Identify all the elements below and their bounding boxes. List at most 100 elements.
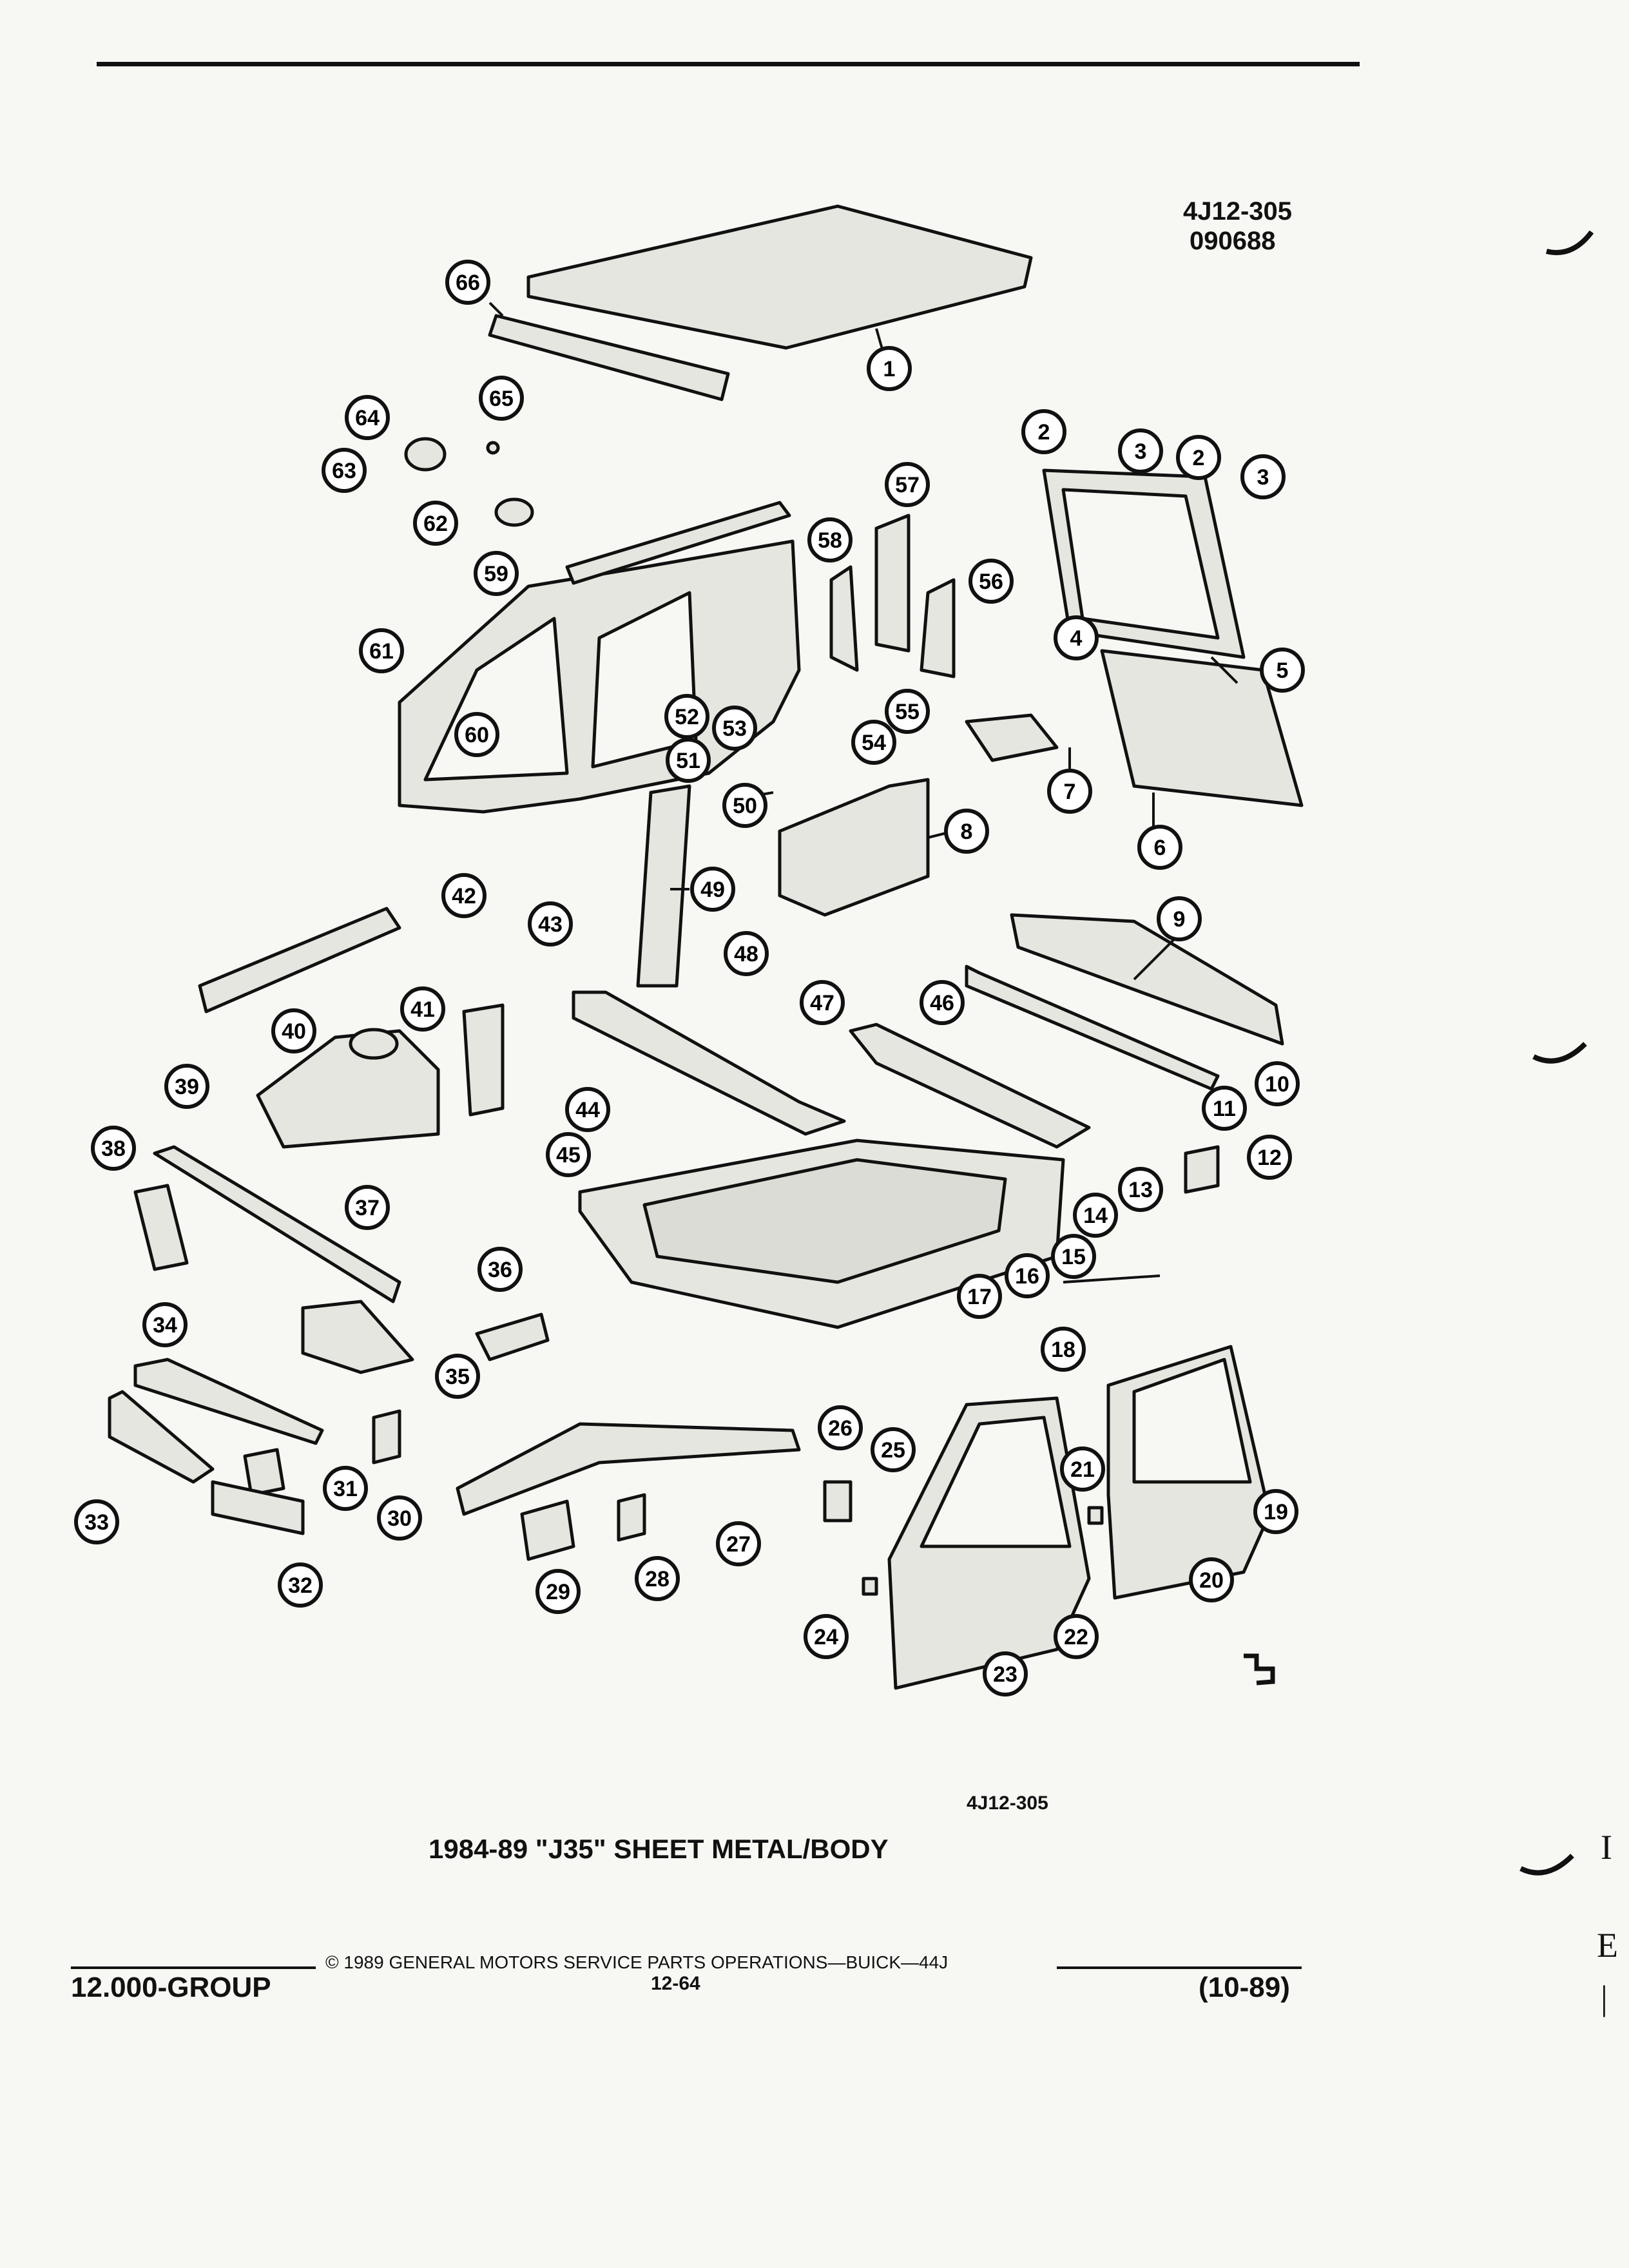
margin-mark: [1519, 1854, 1574, 1876]
svg-text:43: 43: [538, 912, 563, 937]
svg-text:7: 7: [1064, 780, 1076, 804]
callout-11: 11: [1202, 1086, 1247, 1131]
rear-panel-10: [965, 965, 1220, 1091]
rear-door-window: [1132, 1358, 1252, 1484]
callout-59: 59: [474, 551, 519, 596]
callout-6: 6: [1137, 825, 1182, 870]
callout-25: 25: [871, 1427, 916, 1472]
panel-36: [475, 1312, 550, 1361]
callout-47: 47: [800, 980, 845, 1025]
svg-text:23: 23: [993, 1662, 1017, 1687]
svg-text:56: 56: [979, 570, 1003, 594]
caption-code: 4J12-305: [967, 1792, 1048, 1814]
callout-19: 19: [1253, 1489, 1298, 1534]
bracket-30: [372, 1409, 401, 1465]
svg-text:13: 13: [1128, 1178, 1153, 1202]
rear-seat-frame: [849, 1023, 1091, 1149]
callout-14: 14: [1073, 1193, 1118, 1238]
svg-text:37: 37: [355, 1196, 380, 1220]
margin-mark: [1546, 230, 1594, 255]
callout-33: 33: [74, 1499, 119, 1544]
callout-34: 34: [142, 1302, 188, 1347]
footer-rule-left: [71, 1966, 316, 1969]
svg-text:63: 63: [332, 459, 356, 483]
svg-text:58: 58: [818, 528, 842, 553]
svg-text:65: 65: [489, 387, 514, 411]
margin-mark: [1532, 1042, 1587, 1064]
callout-52: 52: [664, 694, 709, 739]
svg-text:32: 32: [288, 1573, 313, 1598]
footer-rule-right: [1057, 1966, 1302, 1969]
svg-text:36: 36: [488, 1258, 512, 1282]
clip-64: [404, 437, 447, 472]
bracket-12: [1184, 1145, 1220, 1194]
panel-31: [243, 1448, 285, 1497]
callout-66: 66: [445, 260, 490, 305]
callout-27: 27: [716, 1521, 761, 1566]
callout-60: 60: [454, 712, 499, 757]
svg-text:21: 21: [1070, 1457, 1095, 1482]
callout-38: 38: [91, 1126, 136, 1171]
svg-text:5: 5: [1277, 658, 1289, 683]
svg-text:27: 27: [726, 1532, 751, 1557]
bracket-41: [462, 1003, 505, 1117]
callout-4: 4: [1054, 615, 1099, 660]
callout-45: 45: [546, 1132, 591, 1177]
panel-35: [301, 1300, 414, 1374]
callout-62: 62: [413, 501, 458, 546]
margin-letter: |: [1601, 1979, 1608, 2017]
svg-text:60: 60: [465, 723, 489, 747]
svg-text:66: 66: [456, 271, 480, 295]
svg-text:20: 20: [1199, 1568, 1224, 1593]
callout-28: 28: [635, 1556, 680, 1601]
svg-text:34: 34: [153, 1313, 177, 1338]
copyright-line: © 1989 GENERAL MOTORS SERVICE PARTS OPER…: [325, 1952, 949, 1972]
gm-logo-icon: [1244, 1653, 1275, 1686]
margin-letter: E: [1597, 1926, 1618, 1965]
callout-13: 13: [1118, 1167, 1163, 1212]
callout-15: 15: [1051, 1234, 1096, 1279]
callout-54: 54: [851, 720, 896, 765]
svg-text:2: 2: [1193, 446, 1205, 470]
svg-text:26: 26: [828, 1416, 853, 1441]
svg-text:46: 46: [930, 991, 954, 1015]
callout-3b: 3: [1240, 454, 1286, 499]
front-door-window: [920, 1416, 1072, 1548]
hinge-24: [862, 1577, 878, 1596]
callout-64: 64: [345, 395, 390, 440]
callout-41: 41: [400, 986, 445, 1032]
svg-text:57: 57: [895, 473, 920, 497]
callout-35: 35: [435, 1354, 480, 1399]
panel-33: [108, 1390, 215, 1484]
callout-10: 10: [1255, 1061, 1300, 1106]
strut-tower-39: [256, 1029, 440, 1149]
svg-text:15: 15: [1061, 1245, 1086, 1269]
callout-22: 22: [1054, 1614, 1099, 1659]
illustration-date: 090688: [1190, 227, 1276, 255]
svg-text:54: 54: [862, 731, 886, 755]
svg-text:48: 48: [734, 942, 758, 966]
callout-30: 30: [377, 1495, 422, 1541]
svg-text:12: 12: [1257, 1146, 1282, 1170]
callout-44: 44: [565, 1087, 610, 1132]
svg-text:62: 62: [423, 512, 448, 536]
rear-panel-9: [1010, 913, 1284, 1046]
svg-text:40: 40: [282, 1019, 306, 1044]
radiator-support-34: [133, 1358, 324, 1445]
callout-39: 39: [164, 1064, 209, 1109]
callout-18: 18: [1041, 1327, 1086, 1372]
callout-3: 3: [1118, 428, 1163, 474]
callout-12: 12: [1247, 1135, 1292, 1180]
rocker-27: [456, 1422, 801, 1516]
svg-text:61: 61: [369, 639, 394, 664]
callout-40: 40: [271, 1008, 316, 1053]
svg-text:53: 53: [722, 716, 747, 741]
svg-text:41: 41: [410, 997, 435, 1022]
panel-32: [211, 1480, 305, 1535]
svg-text:3: 3: [1257, 465, 1269, 490]
svg-text:11: 11: [1213, 1097, 1236, 1121]
callout-2: 2: [1021, 409, 1066, 454]
svg-text:28: 28: [645, 1567, 670, 1591]
callout-57: 57: [885, 462, 930, 507]
svg-text:2: 2: [1038, 420, 1050, 445]
